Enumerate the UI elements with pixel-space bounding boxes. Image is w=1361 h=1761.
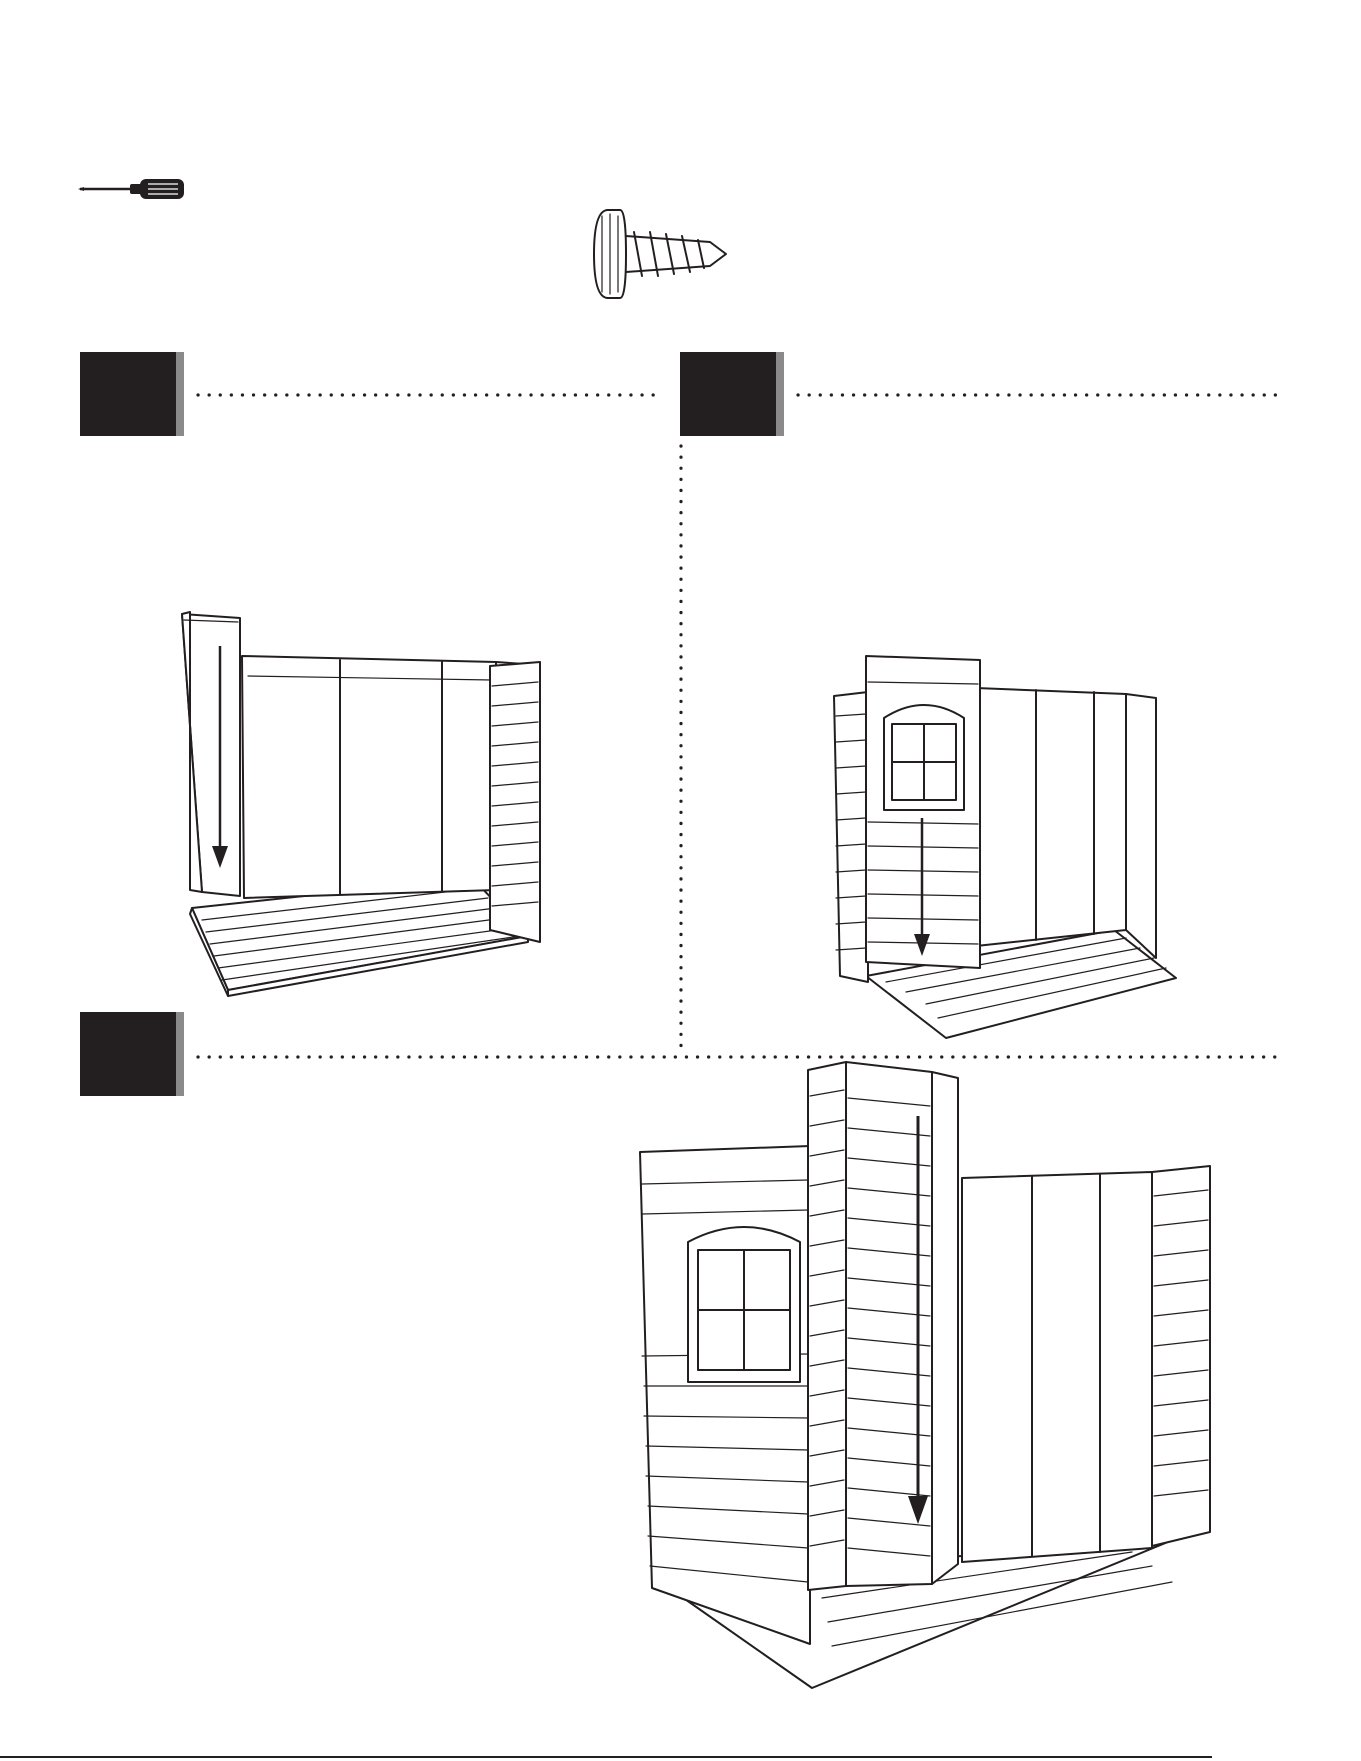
step2-illustration: [826, 646, 1186, 1046]
dotted-separator-vertical: [678, 444, 684, 1054]
step-marker-3: [80, 1012, 184, 1096]
dotted-separator-step2: [796, 392, 1282, 398]
step1-illustration: [180, 610, 610, 1030]
step-marker-2: [680, 352, 784, 436]
bottom-rule: [0, 1756, 1212, 1758]
screwdriver-icon: [78, 176, 188, 202]
screw-icon: [590, 206, 730, 302]
dotted-separator-step1: [196, 392, 666, 398]
step-marker-1: [80, 352, 184, 436]
step3-illustration: [632, 1056, 1212, 1686]
